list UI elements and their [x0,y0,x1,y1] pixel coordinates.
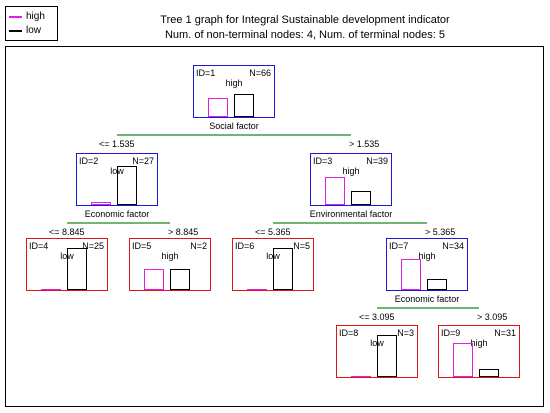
bar-high [247,289,267,290]
node-class: low [60,251,74,261]
split-variable-label: Social factor [209,121,259,131]
node-count: N=27 [132,156,154,166]
legend-item-low: low [9,24,41,38]
edge-condition-label: <= 8.845 [49,227,85,237]
node-id: ID=5 [132,241,152,251]
bar-low [351,191,371,205]
tree-node-1: ID=1 N=66 high [193,65,275,118]
node-count: N=66 [249,68,271,78]
node-count: N=34 [442,241,464,251]
node-count: N=3 [397,328,414,338]
edge-condition-label: > 8.845 [168,227,199,237]
node-count: N=5 [293,241,310,251]
bar-high [208,98,228,117]
node-id: ID=2 [79,156,99,166]
node-class: low [110,166,124,176]
node-class: low [266,251,280,261]
bar-low [67,248,87,290]
bar-low [427,279,447,290]
split-variable-label: Economic factor [84,209,150,219]
node-count: N=25 [82,241,104,251]
node-count: N=39 [366,156,388,166]
bar-high [325,177,345,205]
tree-node-9: ID=9 N=31 high [438,325,520,378]
tree-frame [5,46,544,407]
legend-swatch-low [9,30,22,32]
split-variable-label: Economic factor [394,294,460,304]
tree-node-5: ID=5 N=2 high [129,238,211,291]
bar-high [91,202,111,205]
edge-condition-label: <= 3.095 [359,312,395,322]
bar-low [170,269,190,290]
edge-condition-label: > 1.535 [349,139,380,149]
legend: high low [5,6,58,41]
node-class: high [161,251,179,261]
chart-title: Tree 1 graph for Integral Sustainable de… [160,14,450,26]
tree-node-3: ID=3 N=39 high [310,153,392,206]
edge-condition-label: > 3.095 [477,312,508,322]
edge-condition-label: <= 1.535 [99,139,135,149]
bar-high [351,376,371,377]
node-id: ID=4 [29,241,49,251]
bar-low [479,369,499,377]
node-id: ID=8 [339,328,359,338]
node-count: N=31 [494,328,516,338]
node-count: N=2 [190,241,207,251]
bar-low [234,94,254,117]
node-class: high [418,251,436,261]
node-id: ID=7 [389,241,409,251]
node-id: ID=3 [313,156,333,166]
tree-node-7: ID=7 N=34 high [386,238,468,291]
bar-high [453,343,473,377]
bar-high [144,269,164,290]
node-class: high [470,338,488,348]
bar-high [401,259,421,290]
tree-node-4: ID=4 N=25 low [26,238,108,291]
legend-item-high: high [9,10,45,24]
bar-high [41,289,61,290]
tree-node-2: ID=2 N=27 low [76,153,158,206]
node-class: high [225,78,243,88]
node-id: ID=6 [235,241,255,251]
node-class: high [342,166,360,176]
bar-low [377,335,397,377]
edge-condition-label: > 5.365 [425,227,456,237]
split-variable-label: Environmental factor [309,209,393,219]
bar-low [117,166,137,205]
legend-swatch-high [9,16,22,18]
node-id: ID=9 [441,328,461,338]
edge-condition-label: <= 5.365 [255,227,291,237]
node-id: ID=1 [196,68,216,78]
tree-node-6: ID=6 N=5 low [232,238,314,291]
node-class: low [370,338,384,348]
bar-low [273,248,293,290]
chart-subtitle: Num. of non-terminal nodes: 4, Num. of t… [164,29,446,41]
tree-node-8: ID=8 N=3 low [336,325,418,378]
legend-label: high [26,11,45,22]
legend-label: low [26,25,42,36]
